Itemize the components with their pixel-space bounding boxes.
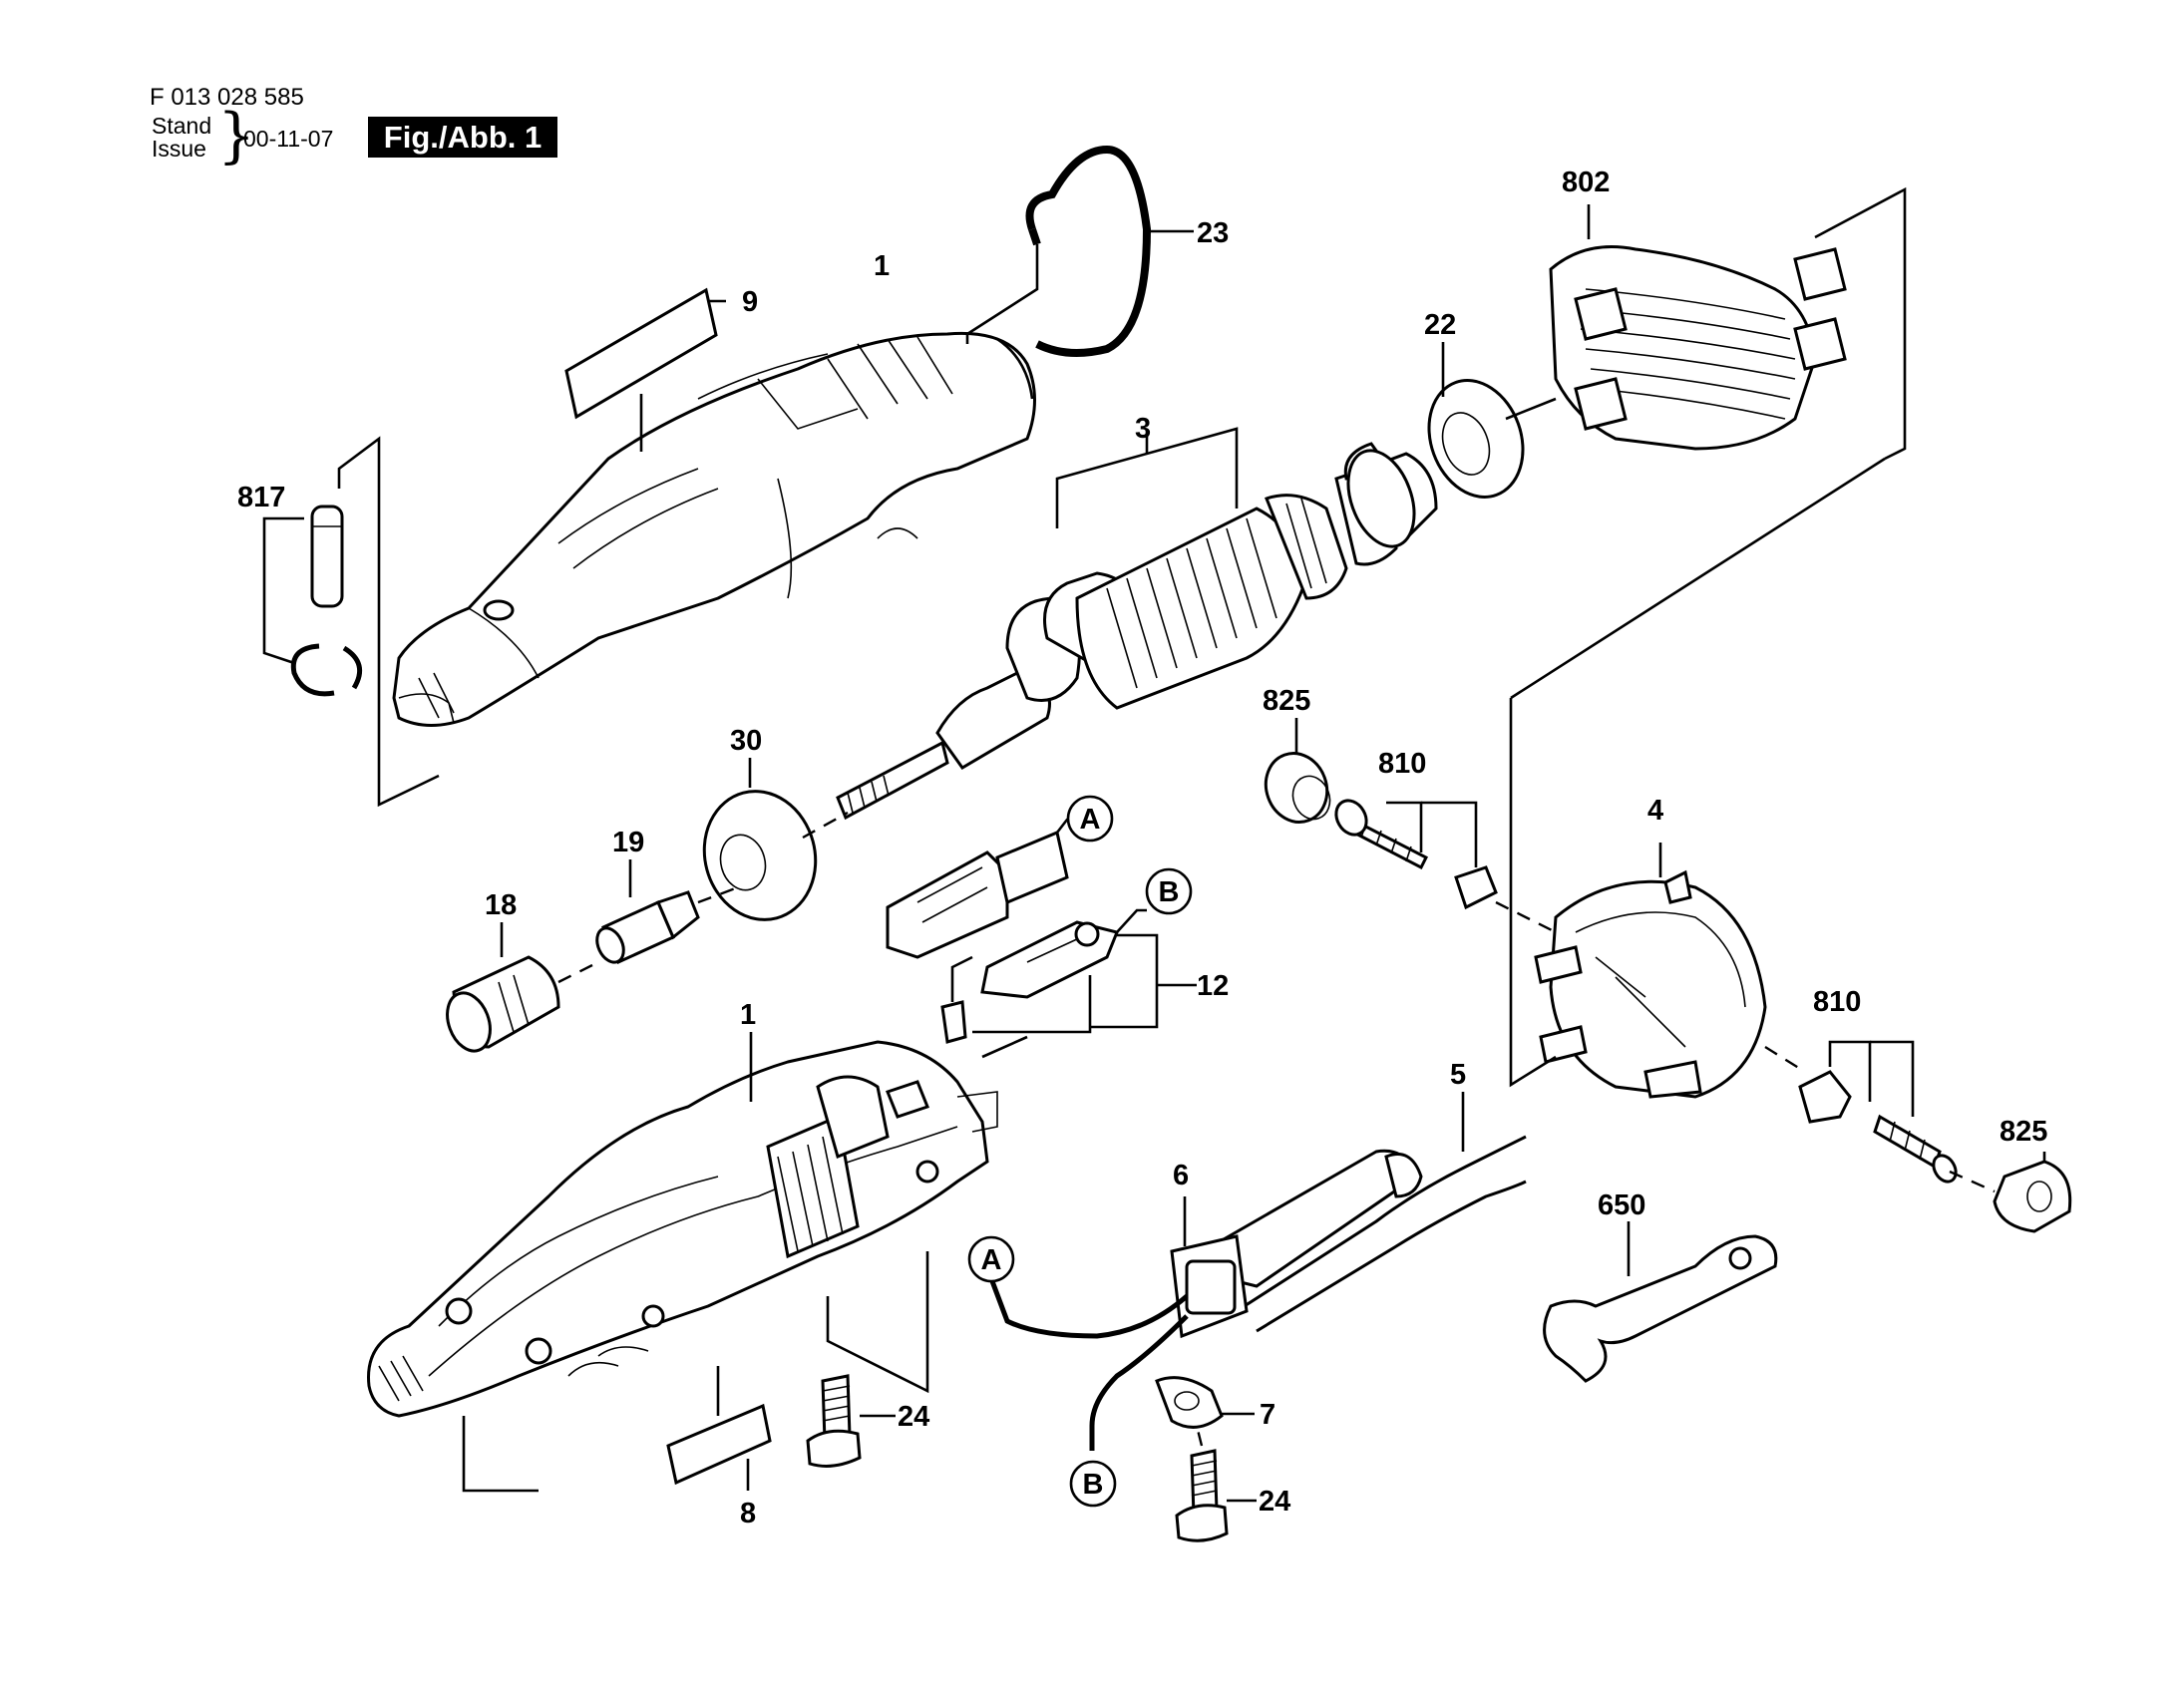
callout-825-right: 825 — [2000, 1116, 2047, 1148]
stand-label: Stand — [152, 113, 212, 139]
end-cap — [1509, 457, 1886, 1099]
brush-cap-and-spring-left — [1264, 718, 1557, 934]
issue-date: 00-11-07 — [243, 126, 334, 152]
callout-8: 8 — [740, 1498, 756, 1529]
field-coil — [1505, 186, 1907, 461]
callout-19: 19 — [612, 827, 644, 858]
collet — [595, 859, 739, 964]
callout-7: 7 — [1260, 1399, 1275, 1431]
housing-top-half — [392, 331, 1036, 727]
reference-a-bottom: A — [981, 1244, 1002, 1276]
label-plate-top — [564, 287, 726, 452]
document-number: F 013 028 585 — [150, 84, 304, 111]
callout-817: 817 — [237, 482, 285, 513]
collet-nut — [446, 922, 599, 1053]
callout-24-right: 24 — [1259, 1486, 1290, 1518]
reference-a-top: A — [1080, 804, 1101, 836]
callout-1-top: 1 — [874, 250, 890, 282]
callout-4: 4 — [1647, 795, 1663, 827]
power-cord — [1170, 1092, 1527, 1339]
bearing-30 — [702, 758, 849, 921]
housing-bottom-half — [367, 1032, 998, 1493]
issue-brace: } — [217, 101, 256, 170]
label-plate-bottom — [666, 1403, 772, 1491]
bearing-22 — [1427, 342, 1525, 499]
callout-3: 3 — [1135, 413, 1151, 445]
wrench — [1543, 1221, 1778, 1383]
armature — [836, 427, 1438, 821]
callout-23: 23 — [1197, 217, 1229, 249]
cord-clamp — [1155, 1376, 1255, 1429]
reference-b-top: B — [1159, 876, 1180, 908]
callout-825-left: 825 — [1263, 685, 1310, 717]
callout-1-bottom: 1 — [740, 999, 756, 1031]
callout-12: 12 — [1197, 970, 1229, 1002]
callout-30: 30 — [730, 725, 762, 757]
callout-650: 650 — [1598, 1189, 1645, 1221]
pin-and-clip — [262, 436, 440, 808]
callout-5: 5 — [1450, 1059, 1466, 1091]
spring-clip — [965, 145, 1194, 357]
reference-b-bottom: B — [1083, 1469, 1104, 1501]
callout-810-left: 810 — [1378, 748, 1426, 780]
callout-6: 6 — [1173, 1160, 1189, 1191]
callout-802: 802 — [1562, 167, 1610, 198]
callout-labels: 1 9 23 802 22 3 817 30 19 18 825 810 4 1… — [237, 167, 2047, 1529]
callout-9: 9 — [742, 286, 758, 318]
cord-wires — [989, 1280, 1189, 1451]
figure-label: Fig./Abb. 1 — [368, 117, 557, 158]
reference-markers: A B A B — [967, 795, 1193, 1508]
callout-18: 18 — [485, 889, 517, 921]
issue-label: Issue — [152, 136, 206, 162]
brush-cap-and-spring-right — [1798, 1040, 2072, 1233]
callout-810-right: 810 — [1813, 986, 1861, 1018]
callout-24-left: 24 — [898, 1401, 929, 1433]
callout-22: 22 — [1424, 309, 1456, 341]
screw-right — [1175, 1425, 1257, 1542]
brush-holder-assembly — [886, 818, 1197, 1059]
screw-left — [806, 1374, 896, 1468]
